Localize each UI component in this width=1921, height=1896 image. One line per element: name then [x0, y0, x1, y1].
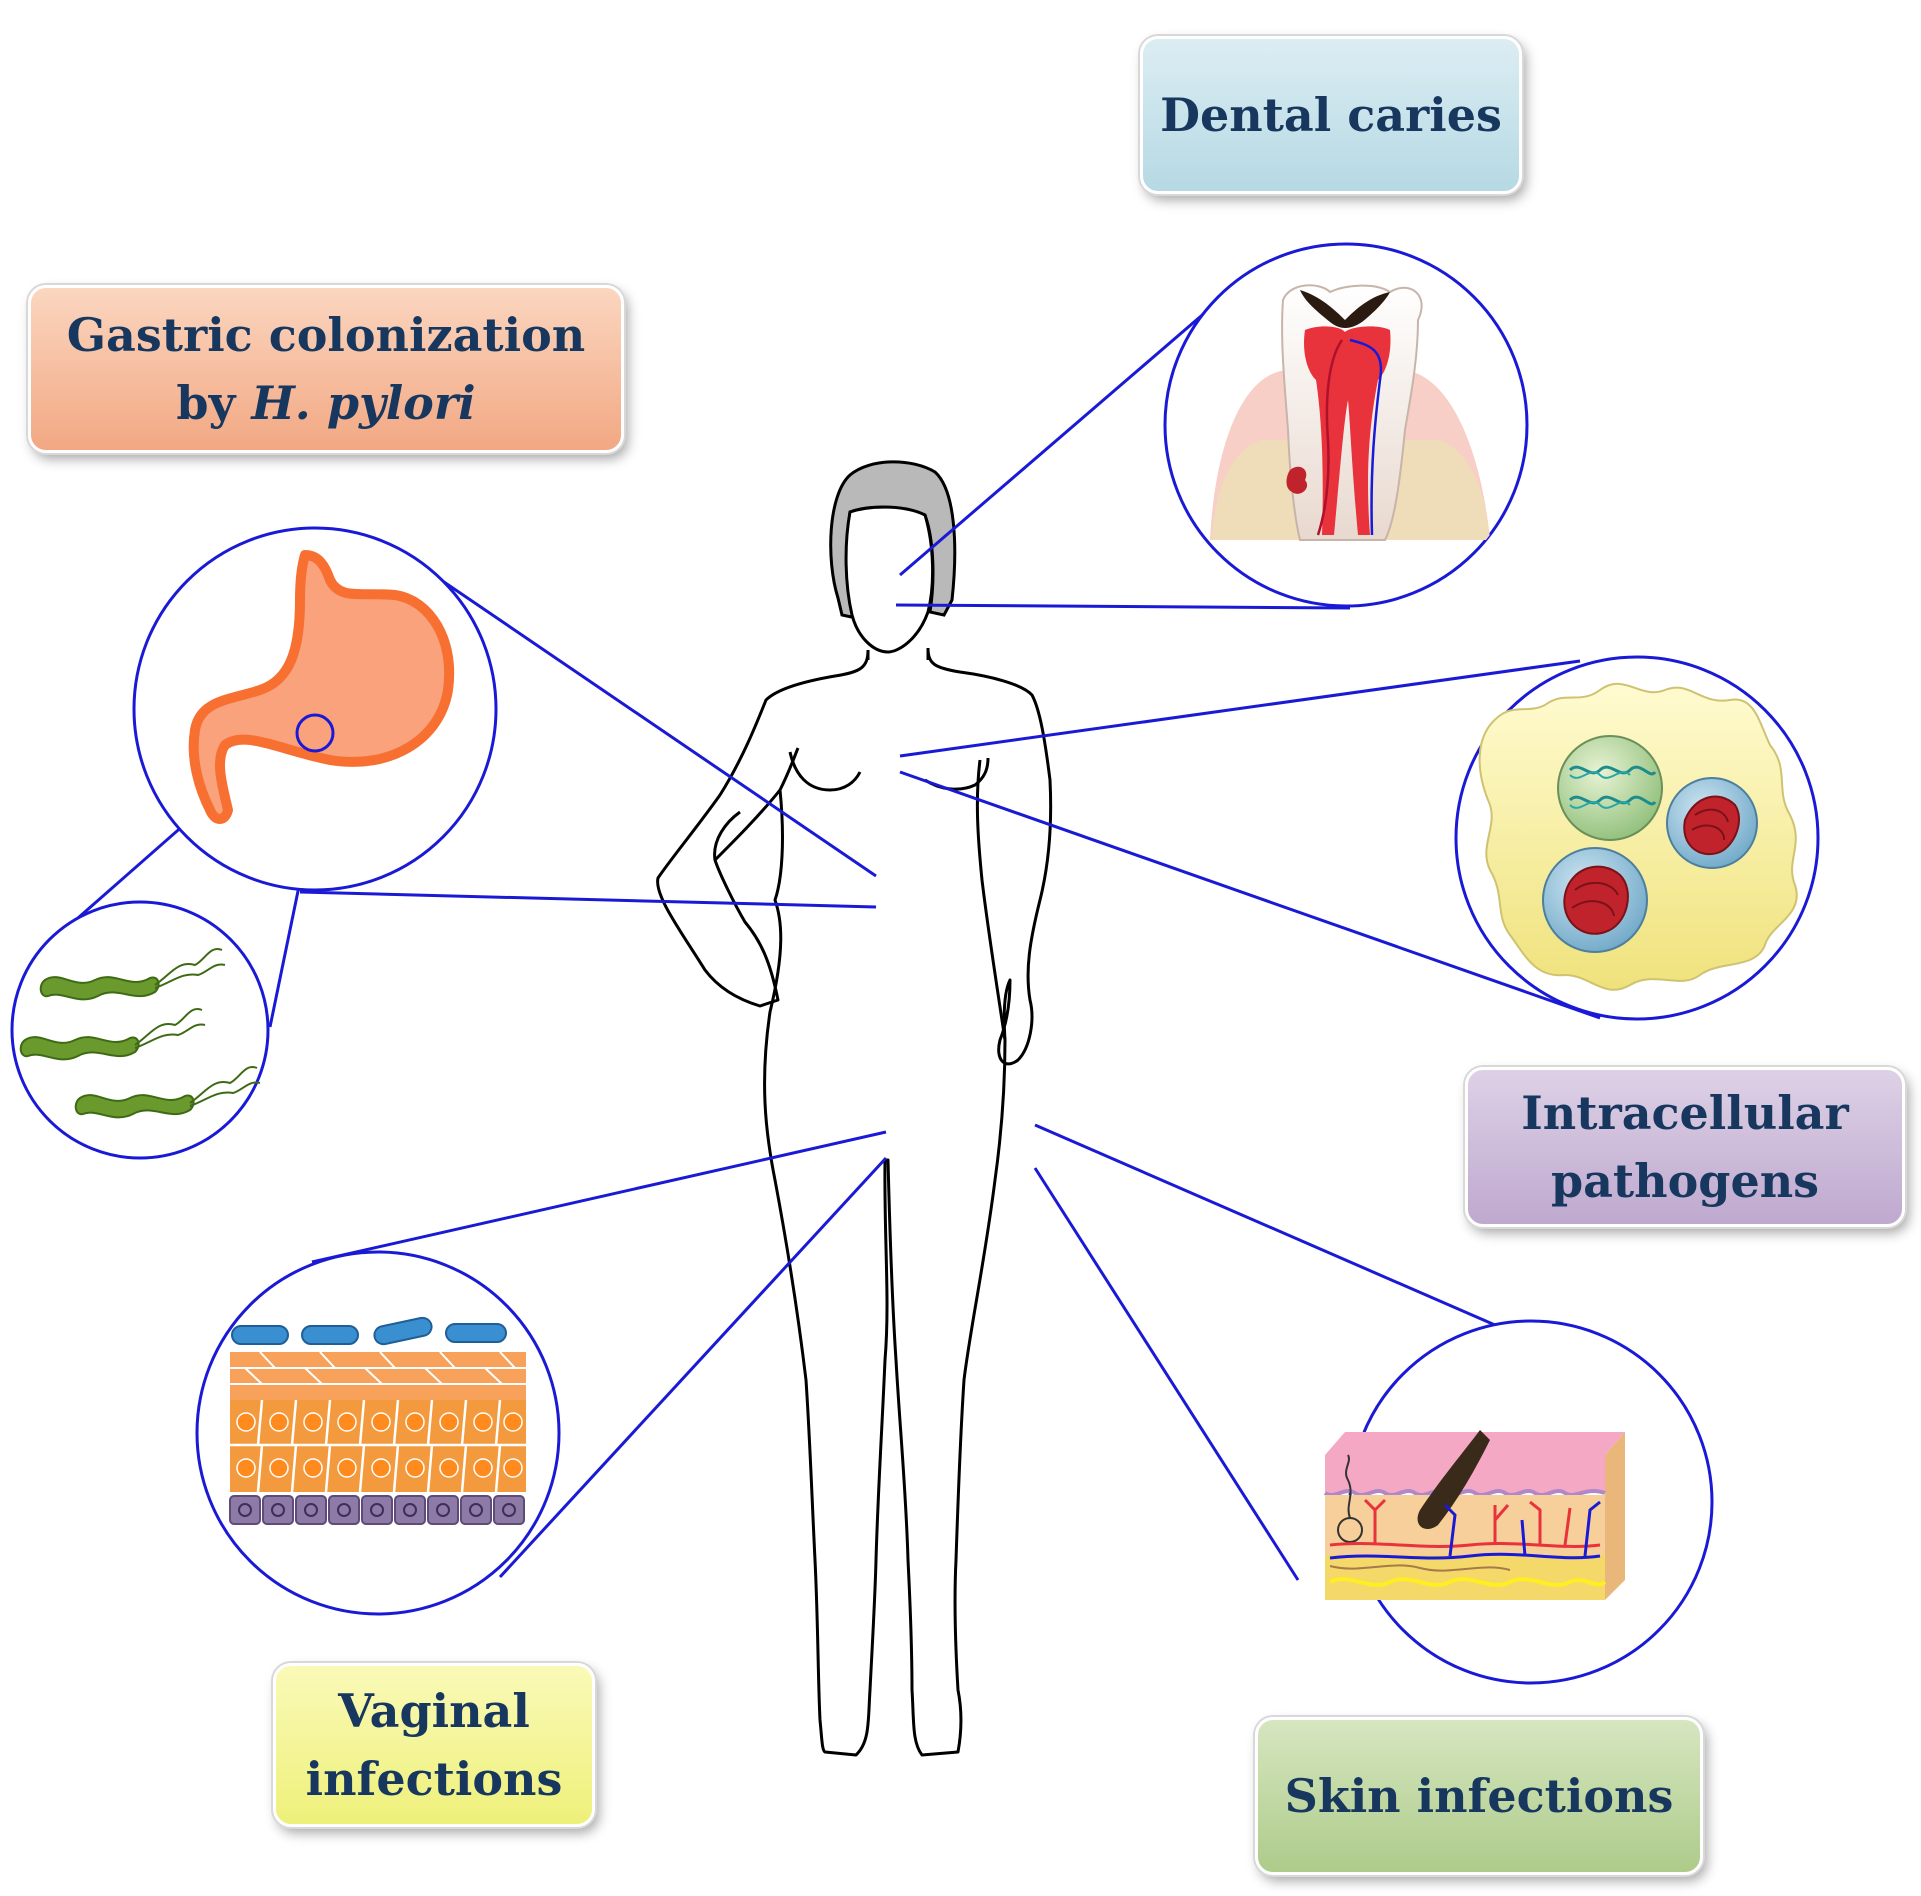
label-skin-infections: Skin infections: [1255, 1717, 1703, 1875]
basal-layer: [229, 1495, 525, 1525]
bacterium-1: [39, 976, 160, 1001]
label-gastric-colonization: Gastric colonization by H. pylori: [28, 285, 624, 453]
connector-vaginal-bottom: [498, 1156, 888, 1579]
decay: [1300, 290, 1390, 328]
pathogen-right: [1683, 795, 1740, 856]
nerves: [1329, 1577, 1607, 1587]
label-gastric-line2: by H. pylori: [176, 369, 475, 437]
pulp: [1304, 326, 1391, 535]
breast-left: [788, 751, 862, 792]
connector-stomach-top: [443, 580, 877, 878]
label-intracellular-line2: pathogens: [1550, 1154, 1820, 1208]
bacterium-3: [74, 1094, 195, 1119]
stomach: [188, 550, 455, 824]
label-vaginal-line2: infections: [305, 1752, 563, 1806]
squamous-cells: [230, 1351, 526, 1385]
hair-follicle: [1417, 1430, 1490, 1530]
sweat-duct: [1345, 1454, 1352, 1519]
face: [844, 505, 935, 654]
intermediate-cells: [230, 1399, 526, 1493]
nerve-red: [1316, 339, 1344, 536]
h-pylori-bacteria: [19, 976, 195, 1119]
label-dental-caries-text: Dental caries: [1160, 88, 1502, 142]
label-gastric-by: by: [176, 376, 252, 430]
connector-vaginal-top: [311, 1130, 887, 1264]
connector-intracellular-bottom: [899, 770, 1601, 1020]
veins: [1329, 1500, 1601, 1560]
abscess: [1286, 466, 1308, 494]
intracellular-inset: [1454, 655, 1820, 1021]
label-intracellular-pathogens: Intracellular pathogens: [1465, 1067, 1905, 1227]
connector-stomach-bottom: [299, 890, 877, 909]
label-vaginal-line1: Vaginal: [338, 1684, 530, 1738]
vaginal-inset: [195, 1250, 561, 1616]
skin-inset: [1323, 1319, 1714, 1685]
label-dental-caries: Dental caries: [1140, 36, 1522, 194]
label-intracellular-line1: Intracellular: [1521, 1086, 1849, 1140]
connector-dental-top: [899, 296, 1223, 577]
label-gastric-species: H. pylori: [251, 376, 476, 430]
flagella: [134, 948, 261, 1107]
bacteria-inset-circle: [10, 900, 270, 1160]
arteries: [1329, 1498, 1601, 1548]
pathogen-left: [1563, 865, 1629, 935]
nucleus: [1557, 735, 1663, 841]
cell-nuclei: [236, 1412, 523, 1478]
label-gastric-line1: Gastric colonization: [66, 308, 586, 362]
human-silhouette: [656, 460, 1053, 1757]
tooth-inset: [1163, 242, 1529, 608]
bacteria-inset: [10, 900, 270, 1160]
nerves-brown: [1329, 1564, 1511, 1572]
nerve-blue: [1349, 338, 1383, 536]
neck: [866, 648, 930, 660]
body-outline: [656, 647, 1053, 1757]
dna-strand: [1568, 765, 1657, 806]
connector-dental-bottom: [895, 603, 1351, 610]
connector-intracellular-top: [899, 659, 1581, 758]
connector-skin-top: [1034, 1123, 1496, 1327]
left-arm-inner: [713, 747, 800, 861]
epithelium-superficial: [230, 1352, 526, 1400]
connector-lines: [69, 296, 1601, 1581]
skin-side-face: [1605, 1432, 1625, 1600]
basal-nuclei: [238, 1503, 516, 1517]
stomach-zoom-marker: [295, 713, 335, 753]
rod-bacteria: [231, 1316, 507, 1346]
label-vaginal-infections: Vaginal infections: [273, 1663, 595, 1827]
dna-strand-2: [1569, 771, 1631, 809]
label-skin-infections-text: Skin infections: [1284, 1769, 1674, 1823]
stomach-inset: [132, 526, 498, 892]
bacterium-2: [19, 1036, 140, 1061]
connector-skin-bottom: [1033, 1167, 1300, 1581]
